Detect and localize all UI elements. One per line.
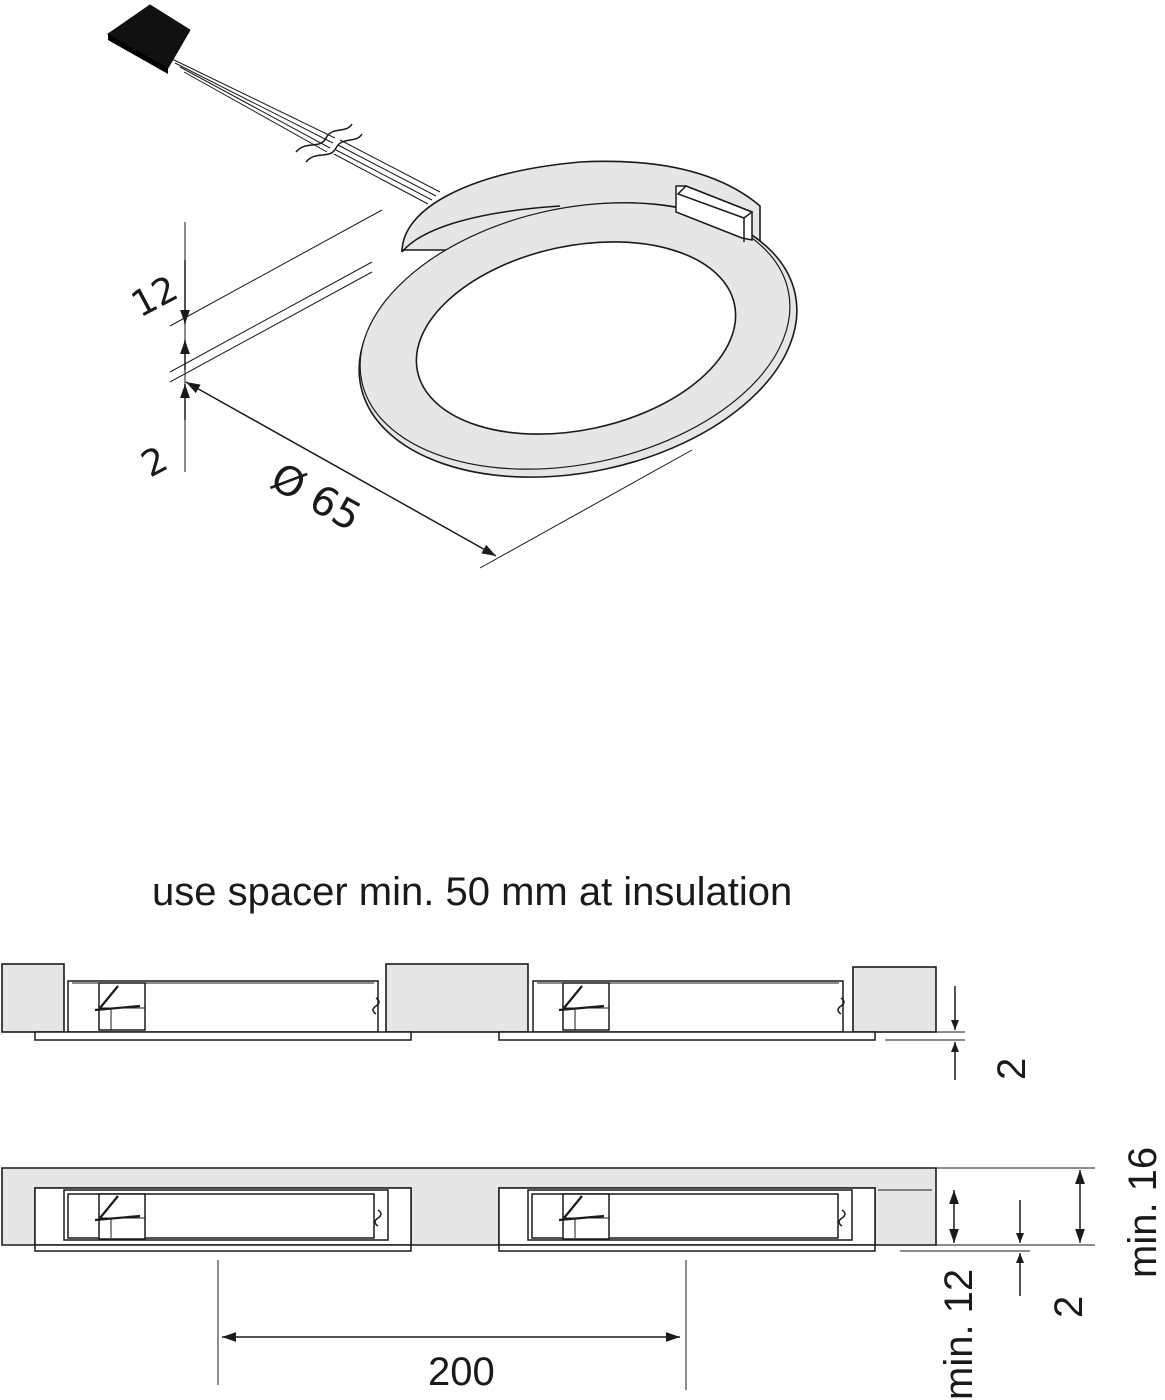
dim-height-12: 12 [125,209,383,472]
light-opening [415,241,737,435]
dim-min-12-label: min. 12 [937,1269,981,1400]
light-unit-1 [34,980,412,1041]
dim-bottom-flange-2-label: 2 [1047,1296,1091,1318]
dim-flange-2-label: 2 [135,439,174,486]
section-top: 2 [1,963,1034,1080]
insulation-block-right [852,966,937,1033]
light-unit-3 [34,1189,412,1252]
spring-clip [675,185,754,242]
connector-block [107,4,191,74]
dim-height-12-label: 12 [125,268,185,326]
dim-right-set: min. 12 2 min. 16 [878,1147,1165,1400]
dim-top-flange-2-label: 2 [990,1058,1034,1080]
dim-spacing-200-label: 200 [428,1350,495,1394]
dim-top-flange-2: 2 [880,986,1034,1080]
dim-min-16-label: min. 16 [1121,1147,1165,1278]
cable [169,57,441,205]
dim-spacing-200: 200 [217,1260,687,1394]
dim-flange-2: 2 [135,384,190,486]
light-unit-2 [498,980,876,1041]
downlight-iso-view: 12 2 Ø 65 [107,4,798,569]
dim-diameter-65-label: Ø 65 [263,455,368,541]
section-bottom: 200 min. 12 2 min. 16 [1,1147,1165,1400]
insulation-block-middle [385,963,529,1033]
insulation-block-left [1,963,65,1033]
light-unit-4 [498,1189,876,1252]
insulation-note: use spacer min. 50 mm at insulation [152,870,792,914]
